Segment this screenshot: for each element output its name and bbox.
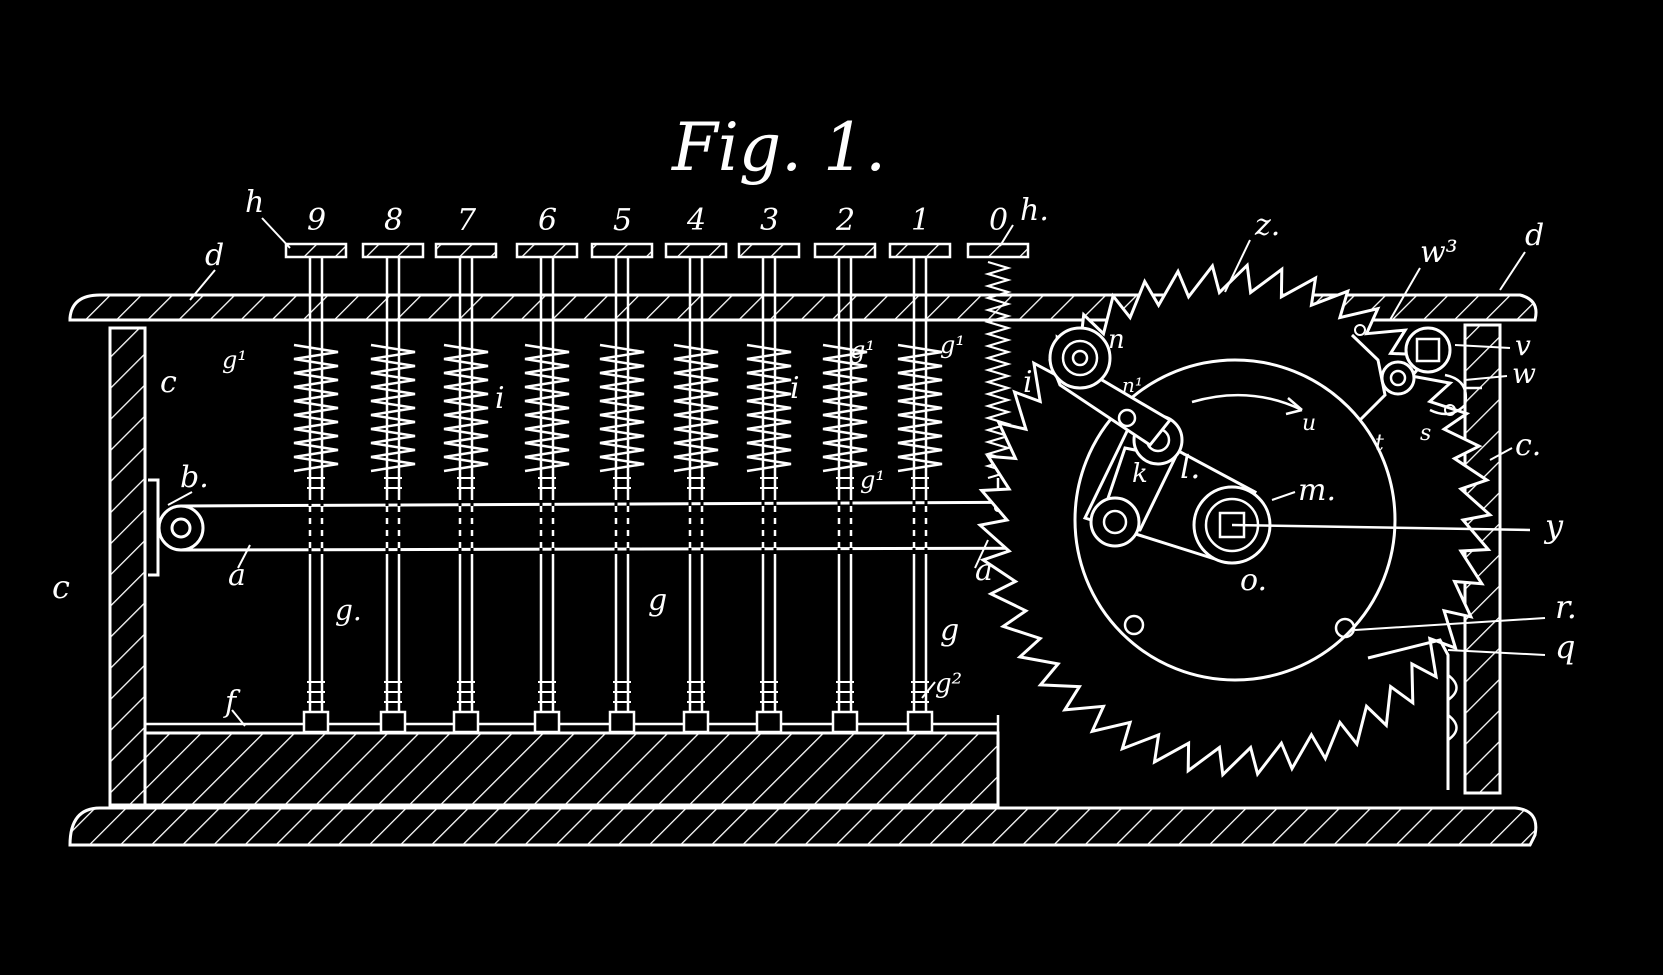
key-4: 4 (664, 203, 728, 734)
label-l: l. (1180, 448, 1200, 486)
key-number-label: 9 (307, 203, 326, 238)
key-spring (293, 343, 339, 473)
key-spring (746, 343, 792, 473)
label-i-1: i (495, 381, 505, 416)
key-cap (813, 242, 877, 259)
label-h-left: h (245, 185, 264, 220)
key-number-label: 1 (911, 203, 930, 238)
label-z: z. (1254, 208, 1280, 243)
label-g1-right: g¹ (940, 331, 965, 359)
label-g-2: g (648, 583, 667, 618)
lever-bar (180, 500, 1109, 552)
label-c-right: c. (1515, 428, 1541, 463)
label-d-right: d (1525, 218, 1544, 253)
rotation-arrow (1191, 393, 1303, 416)
label-h-right: h. (1020, 193, 1049, 228)
label-g1-left: g¹ (222, 346, 247, 374)
key-number-label: 7 (457, 203, 477, 238)
key-0: 0 (966, 203, 1030, 512)
pawl-assembly (1350, 324, 1482, 790)
label-r: r. (1555, 588, 1577, 626)
key-cap (590, 242, 654, 259)
key-7: 7 (434, 203, 498, 734)
label-a-left: a (228, 558, 246, 593)
key-number-label: 3 (760, 203, 779, 238)
key-cap (434, 242, 498, 259)
key-cap (361, 242, 425, 259)
key-cap (284, 242, 348, 259)
link-n (1048, 326, 1173, 448)
label-q: q (1555, 628, 1575, 666)
label-g1-bar: g¹ (860, 466, 885, 494)
label-o: o. (1240, 563, 1267, 598)
key-cap (737, 242, 801, 259)
label-k: k (1132, 459, 1148, 489)
key-spring (673, 343, 719, 473)
key-number-label: 8 (384, 203, 403, 238)
key-spring (370, 343, 416, 473)
key-cap (664, 242, 728, 259)
label-c-upper: c (160, 365, 177, 400)
label-d-left: d (205, 238, 224, 273)
label-g-3: g (940, 613, 959, 648)
key-6: 6 (515, 203, 579, 734)
label-u: u (1302, 411, 1316, 436)
label-c-left: c (52, 568, 70, 606)
figure-title: Fig. 1. (671, 109, 886, 186)
key-spring (524, 343, 570, 473)
key-9: 9 (284, 203, 348, 734)
label-w3: w³ (1420, 235, 1458, 270)
label-m: m. (1298, 473, 1336, 508)
reference-labels: h h. d d z. w³ v w c c c. b. a a g¹ g¹ g… (52, 185, 1577, 720)
label-w: w (1512, 357, 1536, 390)
label-i-3: i (1023, 365, 1033, 400)
key-number-label: 2 (835, 203, 855, 238)
label-g2: g² (935, 669, 962, 699)
label-b: b. (180, 460, 209, 495)
key-3: 3 (737, 203, 801, 734)
key-cap (888, 242, 952, 259)
key-cap (515, 242, 579, 259)
label-i-2: i (790, 371, 800, 406)
label-g1-mid: g¹ (850, 336, 875, 364)
label-n1: n¹ (1122, 373, 1143, 397)
link-k (1089, 414, 1184, 548)
bottom-plate (68, 806, 1538, 847)
key-spring (599, 343, 645, 473)
key-1: 1 (888, 203, 952, 734)
key-stems: 9 8 7 6 5 4 3 2 1 0 (284, 203, 1030, 734)
label-g-1: g. (335, 594, 362, 627)
base-block (143, 731, 1000, 807)
key-spring (822, 343, 868, 473)
key-spring (443, 343, 489, 473)
key-8: 8 (361, 203, 425, 734)
label-v: v (1515, 329, 1531, 362)
label-n: n (1108, 325, 1125, 355)
label-t: t (1375, 431, 1384, 456)
key-2: 2 (813, 203, 877, 734)
key-number-label: 4 (686, 203, 706, 238)
key-cap (966, 242, 1030, 259)
key-spring (897, 343, 943, 473)
right-wall (1463, 323, 1502, 795)
key-spring (984, 260, 1012, 480)
key-5: 5 (590, 203, 654, 734)
key-number-label: 0 (989, 203, 1008, 238)
label-y: y (1543, 507, 1564, 545)
label-a-right: a (975, 553, 993, 588)
label-s: s (1420, 421, 1431, 446)
leader-lines (167, 217, 1546, 727)
label-f: f (223, 685, 241, 720)
left-wall (108, 326, 147, 807)
key-number-label: 5 (613, 203, 632, 238)
key-number-label: 6 (538, 203, 557, 238)
